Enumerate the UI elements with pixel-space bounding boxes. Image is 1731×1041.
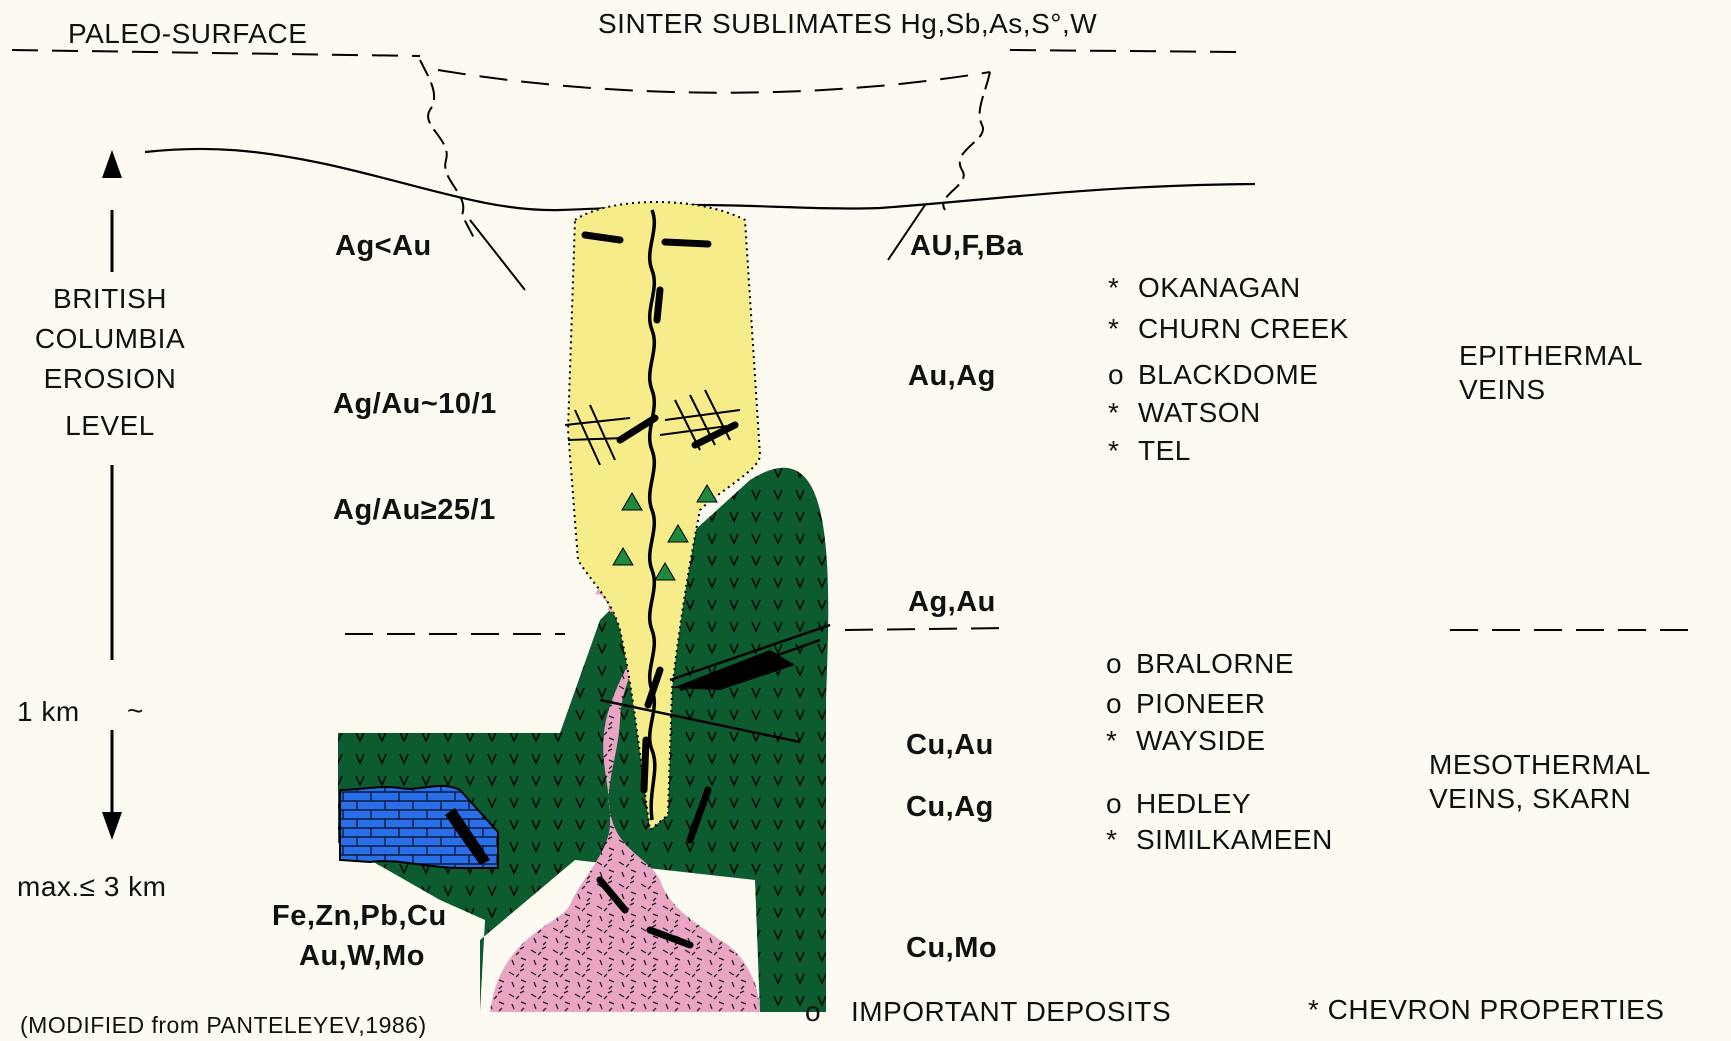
- chevron-marker: *: [1106, 727, 1136, 755]
- chevron-marker: *: [1108, 274, 1138, 302]
- chevron-marker: *: [1108, 399, 1138, 427]
- left-fault-line: [470, 220, 525, 290]
- metal-label-4: Cu,Au: [906, 731, 994, 760]
- left-wavy-fault: [420, 60, 475, 240]
- metal-label-3: Ag,Au: [908, 588, 996, 617]
- ratio-label-2: Ag/Au~10/1: [333, 390, 497, 419]
- erosion-label-line4: LEVEL: [30, 412, 190, 440]
- present-surface-line: [145, 149, 1255, 210]
- epithermal-mesothermal-boundary: [345, 628, 1690, 634]
- deposit-similkameen: *SIMILKAMEEN: [1106, 826, 1333, 854]
- arrow-head-down: [102, 812, 122, 840]
- max-depth-label: max.≤ 3 km: [17, 873, 167, 901]
- paleo-surface-label: PALEO-SURFACE: [68, 20, 307, 48]
- important-marker: o: [805, 998, 851, 1026]
- erosion-label-line2: COLUMBIA: [20, 325, 200, 353]
- metal-label-6: Cu,Mo: [906, 934, 997, 963]
- important-marker: o: [1108, 361, 1138, 389]
- important-marker: o: [1106, 690, 1136, 718]
- deposit-churn-creek: *CHURN CREEK: [1108, 315, 1349, 343]
- mesothermal-label-2: VEINS, SKARN: [1429, 785, 1631, 813]
- arrow-head-up: [102, 150, 122, 178]
- scale-tilde: ~: [127, 697, 144, 725]
- skarn-metals-line1: Fe,Zn,Pb,Cu: [272, 902, 447, 931]
- skarn-metals-line2: Au,W,Mo: [299, 942, 425, 971]
- deposit-okanagan: *OKANAGAN: [1108, 274, 1301, 302]
- sinter-sublimates-label: SINTER SUBLIMATES Hg,Sb,As,S°,W: [598, 10, 1097, 38]
- ratio-label-3: Ag/Au≥25/1: [333, 496, 496, 525]
- important-marker: o: [1106, 790, 1136, 818]
- legend-chevron-properties: * CHEVRON PROPERTIES: [1308, 996, 1664, 1024]
- deposit-watson: *WATSON: [1108, 399, 1261, 427]
- deposit-wayside: *WAYSIDE: [1106, 727, 1266, 755]
- chevron-marker: *: [1106, 826, 1136, 854]
- right-wavy-fault: [943, 72, 990, 210]
- erosion-label-line3: EROSION: [20, 365, 200, 393]
- metal-label-2: Au,Ag: [908, 362, 996, 391]
- deposit-tel: *TEL: [1108, 437, 1191, 465]
- epithermal-label-1: EPITHERMAL: [1459, 342, 1643, 370]
- important-marker: o: [1106, 650, 1136, 678]
- ratio-label-1: Ag<Au: [335, 232, 432, 261]
- sinter-dashed-curve: [438, 70, 990, 93]
- chevron-marker: *: [1108, 315, 1138, 343]
- one-km-label: 1 km: [17, 698, 80, 726]
- paleo-surface-line: [12, 50, 1240, 56]
- metal-label-1: AU,F,Ba: [910, 232, 1023, 261]
- epithermal-label-2: VEINS: [1459, 376, 1546, 404]
- mesothermal-label-1: MESOTHERMAL: [1429, 751, 1651, 779]
- chevron-marker: *: [1108, 437, 1138, 465]
- erosion-label-line1: BRITISH: [30, 285, 190, 313]
- metal-label-5: Cu,Ag: [906, 793, 994, 822]
- source-citation: (MODIFIED from PANTELEYEV,1986): [20, 1014, 427, 1037]
